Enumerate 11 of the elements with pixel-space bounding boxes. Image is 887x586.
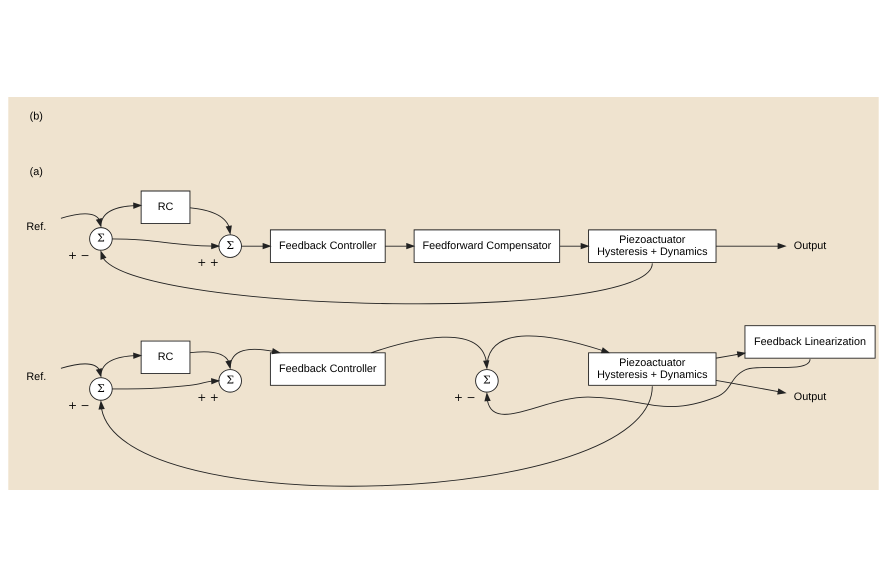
node-text: Output [794,390,826,402]
node-label: + − [68,398,90,412]
label: (b) [30,110,43,122]
node-label: + − [454,390,476,404]
node-text: Output [794,239,826,252]
node-text: Ref. [26,370,46,383]
node-label: + − [68,248,90,262]
node-label: + + [197,390,219,404]
node-text: Ref. [26,220,46,232]
node-label: + + [197,256,219,269]
label: (a) [30,165,43,178]
